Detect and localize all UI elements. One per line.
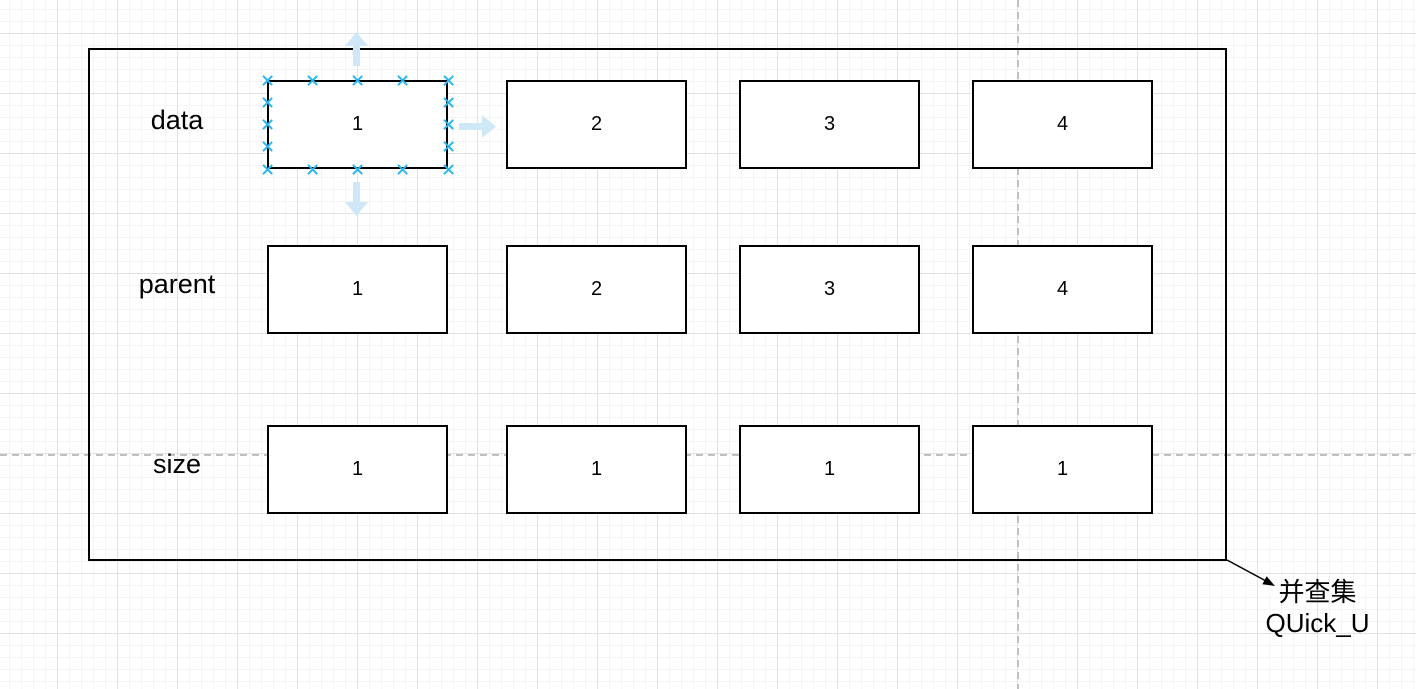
- connection-point-icon[interactable]: [262, 97, 273, 108]
- connection-point-icon[interactable]: [262, 119, 273, 130]
- row-label-data[interactable]: data: [150, 105, 204, 135]
- annotation-edge-arrow[interactable]: [1222, 554, 1282, 592]
- cell-value: 4: [1056, 278, 1069, 300]
- row-label-parent[interactable]: parent: [138, 269, 216, 299]
- annotation-label[interactable]: 并查集 QUick_U: [1235, 577, 1400, 639]
- direction-up-arrow-icon[interactable]: [345, 32, 368, 66]
- parent-cell-1[interactable]: 1: [267, 245, 448, 334]
- direction-down-arrow-icon[interactable]: [345, 182, 368, 216]
- cell-value: 2: [590, 278, 603, 300]
- data-cell-3[interactable]: 3: [739, 80, 920, 169]
- cell-value: 1: [351, 458, 364, 480]
- cell-value: 1: [351, 278, 364, 300]
- size-cell-2[interactable]: 1: [506, 425, 687, 514]
- connection-point-icon[interactable]: [262, 141, 273, 152]
- connection-point-icon[interactable]: [397, 164, 408, 175]
- connection-point-icon[interactable]: [443, 97, 454, 108]
- size-cell-4[interactable]: 1: [972, 425, 1153, 514]
- connection-point-icon[interactable]: [443, 119, 454, 130]
- cell-value: 1: [823, 458, 836, 480]
- direction-right-arrow-icon[interactable]: [459, 115, 496, 138]
- connection-point-icon[interactable]: [262, 164, 273, 175]
- data-cell-2[interactable]: 2: [506, 80, 687, 169]
- page-guide-horizontal: [0, 454, 1416, 456]
- connection-point-icon[interactable]: [443, 75, 454, 86]
- connection-point-icon[interactable]: [307, 75, 318, 86]
- page-guide-vertical: [1017, 0, 1019, 689]
- selection-adorner: [267, 80, 448, 169]
- parent-cell-4[interactable]: 4: [972, 245, 1153, 334]
- cell-value: 1: [351, 113, 364, 135]
- row-label-size[interactable]: size: [152, 449, 201, 479]
- size-cell-3[interactable]: 1: [739, 425, 920, 514]
- cell-value: 3: [823, 278, 836, 300]
- cell-value: 2: [590, 113, 603, 135]
- data-cell-4[interactable]: 4: [972, 80, 1153, 169]
- size-cell-1[interactable]: 1: [267, 425, 448, 514]
- connection-point-icon[interactable]: [262, 75, 273, 86]
- annotation-line2: QUick_U: [1265, 608, 1370, 638]
- connection-point-icon[interactable]: [352, 75, 363, 86]
- cell-value: 1: [590, 458, 603, 480]
- parent-cell-2[interactable]: 2: [506, 245, 687, 334]
- container-shape[interactable]: [88, 48, 1227, 561]
- connection-point-icon[interactable]: [443, 141, 454, 152]
- connection-point-icon[interactable]: [443, 164, 454, 175]
- connection-point-icon[interactable]: [352, 164, 363, 175]
- cell-value: 4: [1056, 113, 1069, 135]
- cell-value: 1: [1056, 458, 1069, 480]
- cell-value: 3: [823, 113, 836, 135]
- connection-point-icon[interactable]: [397, 75, 408, 86]
- parent-cell-3[interactable]: 3: [739, 245, 920, 334]
- annotation-line1: 并查集: [1278, 577, 1357, 607]
- connection-point-icon[interactable]: [307, 164, 318, 175]
